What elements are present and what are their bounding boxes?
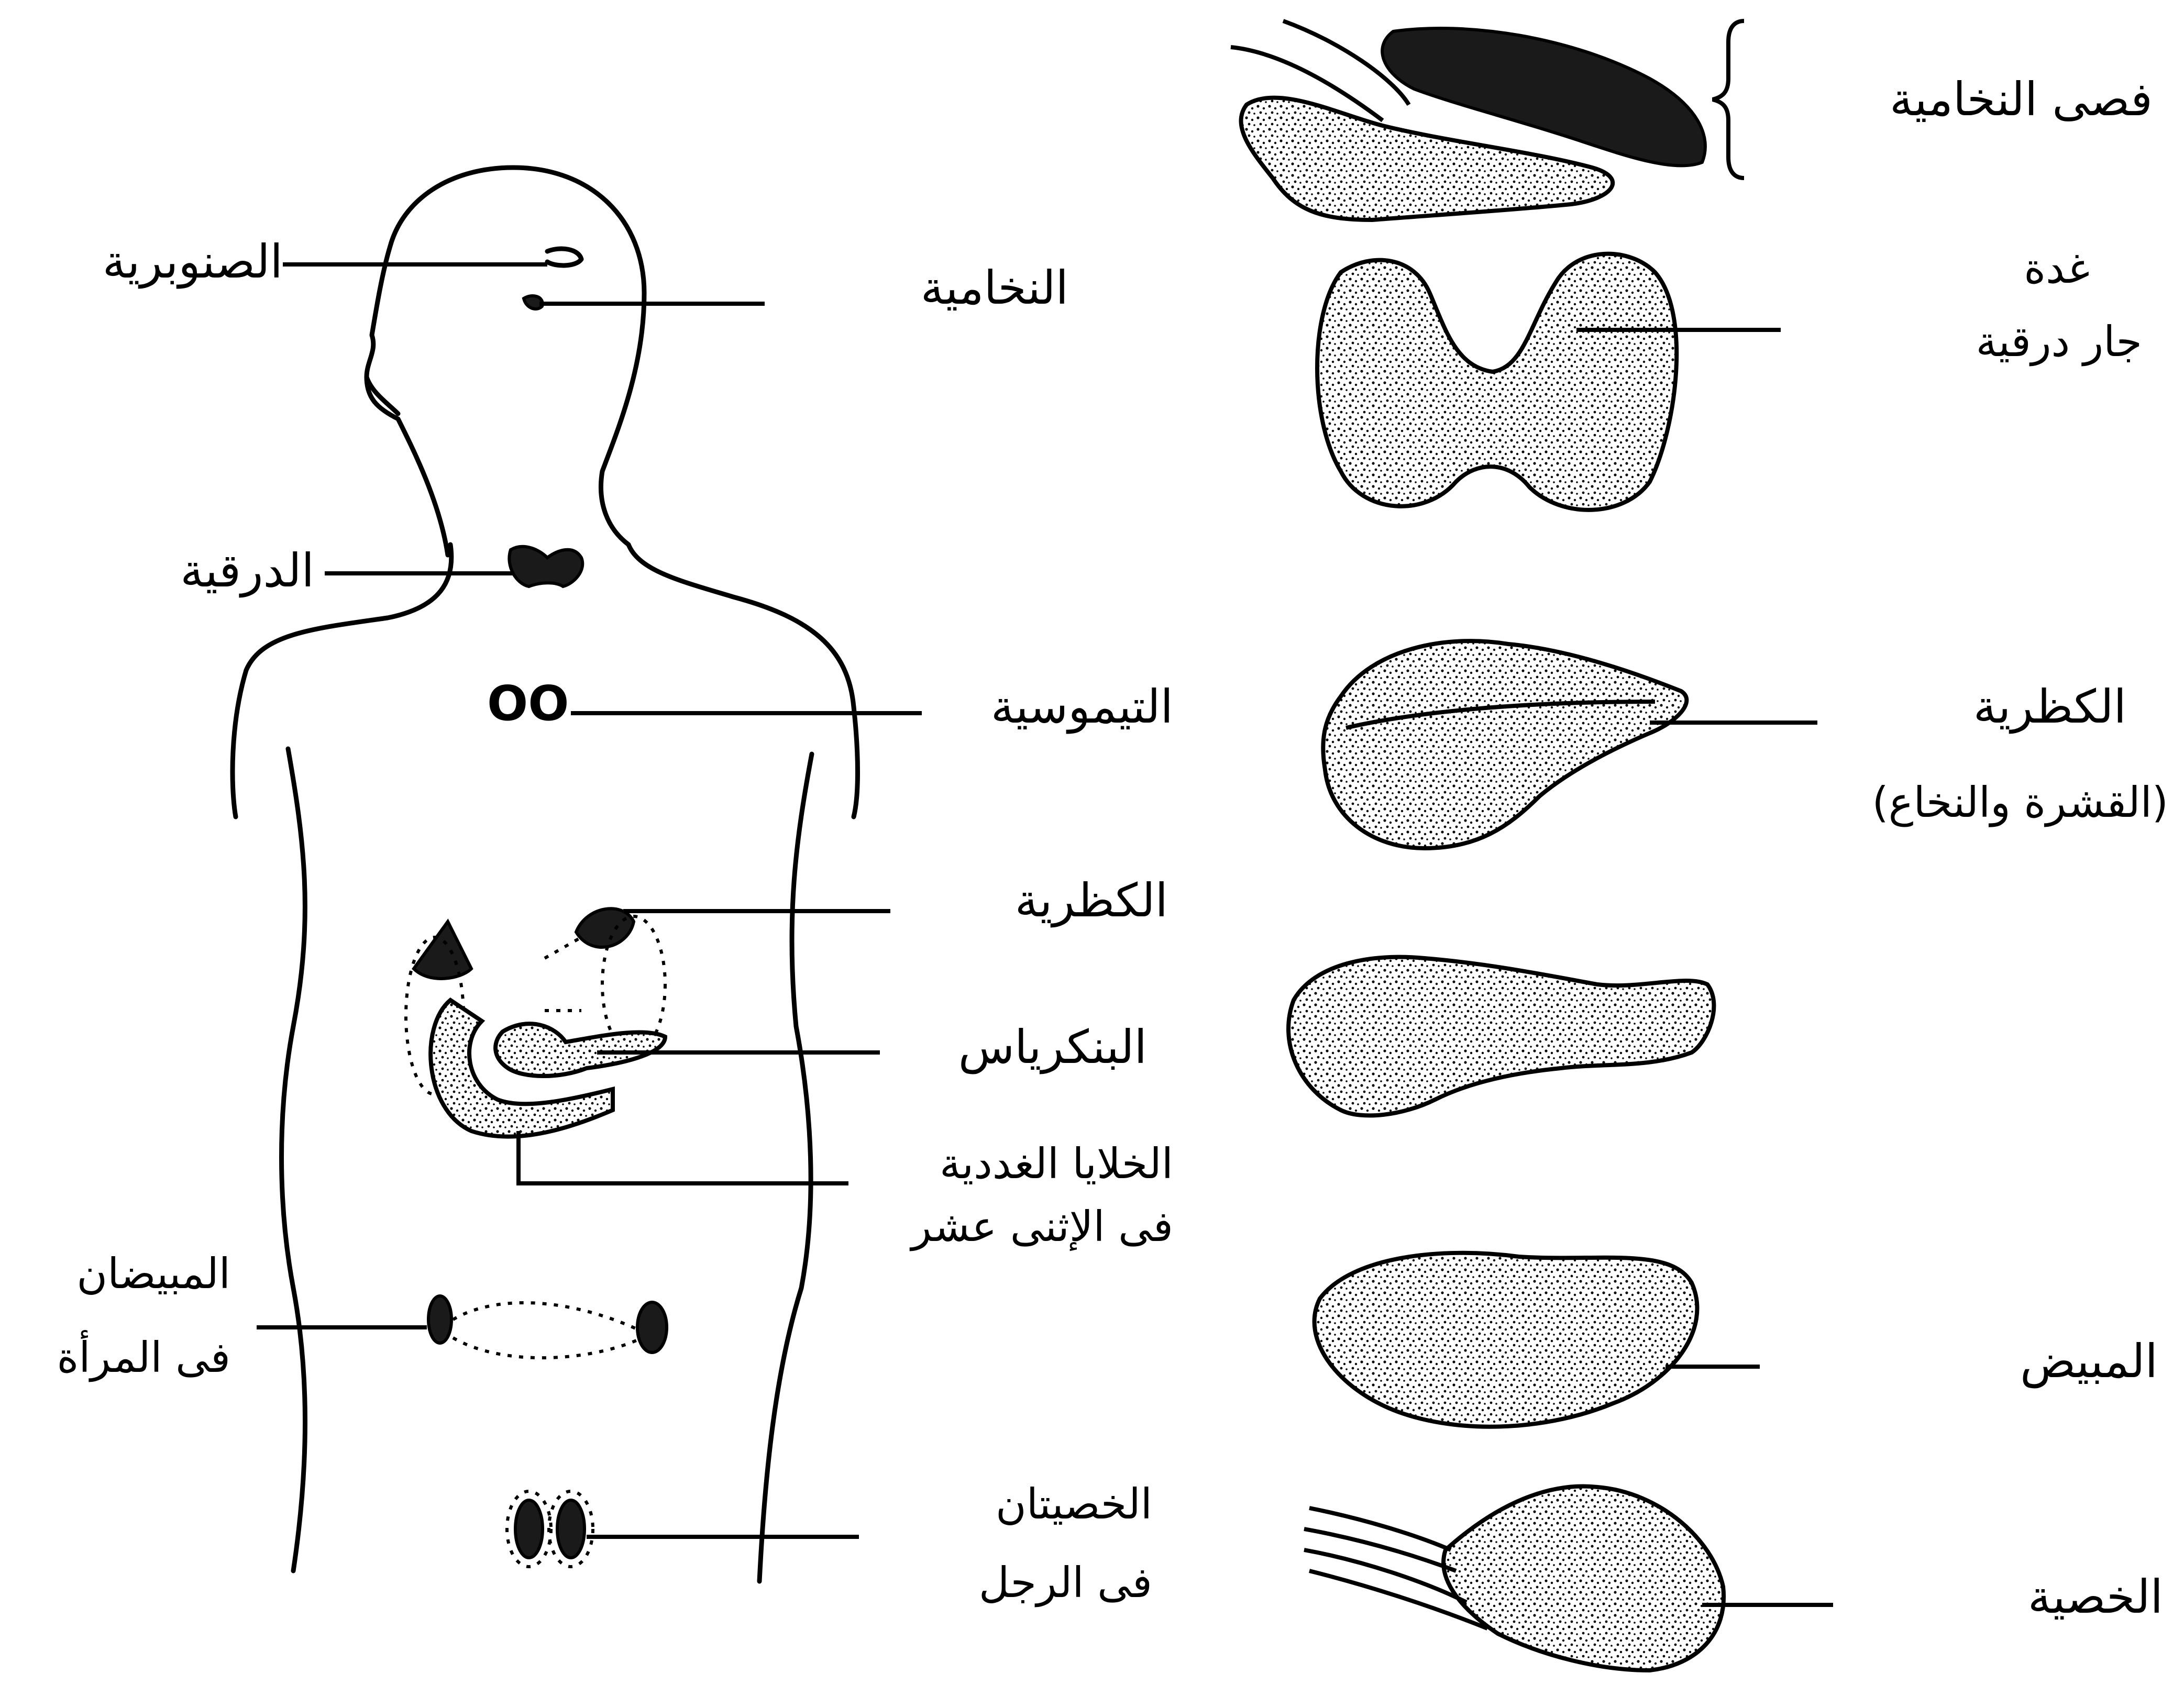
pancreas-shape <box>495 1024 665 1076</box>
pituitary-detail-illustration <box>1231 21 1705 220</box>
label-pineal: الصنوبرية <box>103 235 283 289</box>
label-thymus: التيموسية <box>991 680 1173 734</box>
pineal-gland-shape <box>547 249 581 265</box>
label-parathyroid-1: غدة <box>2024 244 2090 293</box>
testis-left-shape <box>515 1500 543 1558</box>
ovary-detail-illustration <box>1315 1253 1697 1427</box>
pancreas-detail-illustration <box>1288 957 1714 1116</box>
thymus-glyph: OO <box>487 675 569 731</box>
label-testis-detail: الخصية <box>2028 1570 2163 1624</box>
label-testes-2: فى الرجل <box>979 1558 1152 1608</box>
thyroid-gland-shape <box>509 547 582 586</box>
label-ovary-detail: المبيض <box>2020 1334 2158 1389</box>
label-pancreas: البنكرياس <box>958 1020 1147 1074</box>
label-adrenal-detail-1: الكظرية <box>1973 680 2126 734</box>
human-body-outline <box>233 168 857 1581</box>
adrenal-detail-illustration <box>1323 641 1686 848</box>
leader-lines-detail <box>1576 330 1833 1605</box>
adrenal-gland-left-shape <box>414 922 471 979</box>
thyroid-detail-illustration <box>1317 254 1676 510</box>
label-ovaries-2: فى المرأة <box>57 1330 230 1382</box>
label-testes-1: الخصيتان <box>996 1480 1152 1528</box>
leader-lines-body <box>257 264 922 1537</box>
label-ovaries-1: المبيضان <box>76 1249 230 1298</box>
label-thyroid: الدرقية <box>180 544 314 597</box>
adrenal-gland-right-shape <box>576 908 634 947</box>
testis-detail-illustration <box>1304 1487 1724 1671</box>
label-adrenal: الكظرية <box>1015 873 1168 928</box>
label-pituitary-lobe: فصى النخامية <box>1890 72 2153 126</box>
label-parathyroid-2: جار درقية <box>1976 317 2142 367</box>
ovary-right-shape <box>637 1302 667 1353</box>
pituitary-brace <box>1713 21 1744 178</box>
label-glandular-cells-2: فى الإثنى عشر <box>909 1202 1173 1251</box>
label-adrenal-detail-2: (القشرة والنخاع) <box>1872 778 2168 827</box>
label-glandular-cells-1: الخلايا الغددية <box>940 1139 1173 1188</box>
testis-right-shape <box>557 1500 584 1558</box>
ovary-left-shape <box>428 1296 451 1343</box>
label-pituitary: النخامية <box>921 261 1068 315</box>
